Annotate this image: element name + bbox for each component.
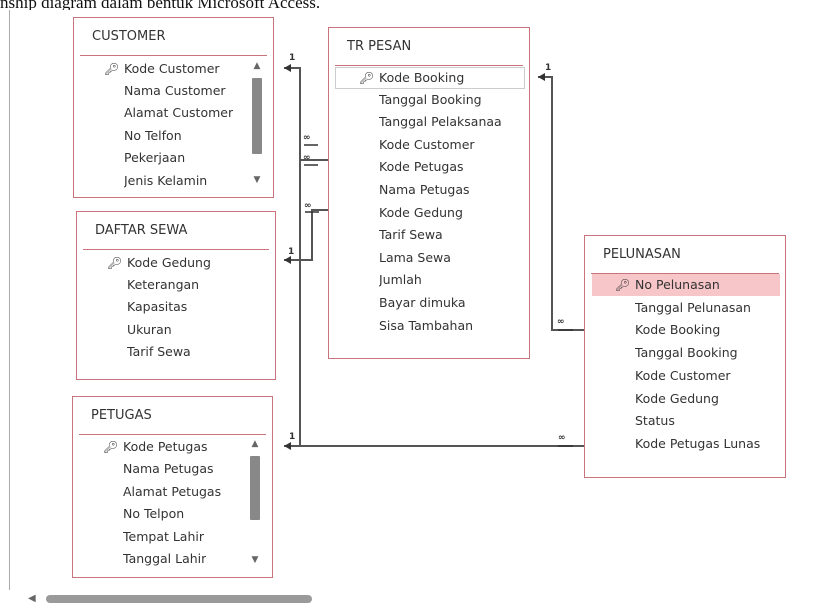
- field[interactable]: Kode Customer: [635, 368, 731, 383]
- primary-key-icon: 🔑︎: [615, 278, 631, 292]
- field[interactable]: Kode Gedung: [635, 391, 719, 406]
- field[interactable]: Sisa Tambahan: [379, 318, 474, 333]
- scrollbar-thumb[interactable]: [252, 78, 262, 154]
- many-mark: ∞: [557, 317, 565, 327]
- field[interactable]: Jumlah: [379, 272, 422, 287]
- one-mark: 1: [545, 63, 551, 73]
- scrollbar-thumb[interactable]: [250, 456, 260, 520]
- many-mark: ∞: [558, 433, 566, 443]
- horizontal-scrollbar[interactable]: ◀: [12, 590, 839, 608]
- rel-customer-trpesan: [284, 67, 328, 161]
- field[interactable]: Bayar dimuka: [379, 295, 466, 310]
- field[interactable]: Lama Sewa: [379, 250, 451, 265]
- one-mark: 1: [289, 53, 295, 63]
- scroll-left-icon[interactable]: ◀: [28, 593, 36, 604]
- vertical-scrollbar[interactable]: ▲ ▼: [248, 438, 262, 568]
- field[interactable]: Kode Petugas: [379, 159, 464, 174]
- table-title[interactable]: PELUNASAN: [585, 236, 785, 274]
- field[interactable]: Pekerjaan: [124, 150, 186, 165]
- table-pelunasan[interactable]: PELUNASAN 🔑︎ No Pelunasan Tanggal Peluna…: [584, 235, 786, 478]
- field[interactable]: Kode Booking: [635, 322, 721, 337]
- field[interactable]: Nama Petugas: [379, 182, 470, 197]
- field[interactable]: Tempat Lahir: [123, 529, 205, 544]
- field[interactable]: Kode Booking: [379, 70, 465, 85]
- field[interactable]: Kode Gedung: [379, 205, 463, 220]
- field[interactable]: Kode Gedung: [127, 255, 211, 270]
- field[interactable]: Tanggal Booking: [635, 345, 738, 360]
- field[interactable]: Jenis Kelamin: [124, 173, 208, 188]
- field[interactable]: Tanggal Pelaksanaa: [379, 114, 502, 129]
- field[interactable]: Nama Petugas: [123, 461, 214, 476]
- field[interactable]: Nama Customer: [124, 83, 226, 98]
- primary-key-icon: 🔑︎: [107, 256, 123, 270]
- primary-key-icon: 🔑︎: [359, 71, 375, 85]
- field[interactable]: Kode Petugas Lunas: [635, 436, 761, 451]
- selected-row: [592, 274, 780, 296]
- selected-field-outline: [335, 67, 525, 89]
- field[interactable]: Kode Petugas: [123, 439, 208, 454]
- many-mark: ∞: [303, 153, 311, 163]
- rel-daftarsewa-trpesan: [284, 209, 328, 261]
- field[interactable]: Keterangan: [127, 277, 200, 292]
- table-title[interactable]: PETUGAS: [73, 397, 272, 435]
- table-tr-pesan[interactable]: TR PESAN 🔑︎ Kode Booking Tanggal Booking…: [328, 27, 530, 359]
- many-mark: ∞: [304, 201, 312, 211]
- field[interactable]: No Telfon: [124, 128, 182, 143]
- field[interactable]: Tanggal Lahir: [123, 551, 207, 566]
- field[interactable]: Tanggal Pelunasan: [635, 300, 751, 315]
- table-title[interactable]: TR PESAN: [329, 28, 529, 66]
- rel-petugas-trpesan: [284, 160, 301, 447]
- field[interactable]: Ukuran: [127, 322, 172, 337]
- one-mark: 1: [289, 432, 295, 442]
- many-mark: ∞: [303, 133, 311, 143]
- field[interactable]: Kode Customer: [124, 61, 220, 76]
- scroll-up-icon[interactable]: ▲: [251, 439, 259, 449]
- primary-key-icon: 🔑︎: [104, 62, 120, 76]
- scroll-down-icon[interactable]: ▼: [253, 175, 261, 185]
- primary-key-icon: 🔑︎: [103, 440, 119, 454]
- table-title[interactable]: DAFTAR SEWA: [77, 212, 275, 250]
- scroll-down-icon[interactable]: ▼: [251, 555, 259, 565]
- field[interactable]: Status: [635, 413, 675, 428]
- one-mark: 1: [288, 247, 294, 257]
- vertical-scrollbar[interactable]: ▲ ▼: [250, 60, 264, 188]
- scroll-up-icon[interactable]: ▲: [253, 61, 261, 71]
- field[interactable]: No Pelunasan: [635, 277, 720, 292]
- rel-trpesan-pelunasan: [538, 76, 584, 331]
- table-petugas[interactable]: PETUGAS 🔑︎ Kode Petugas Nama Petugas Ala…: [72, 396, 273, 578]
- field[interactable]: Alamat Customer: [124, 105, 234, 120]
- table-daftar-sewa[interactable]: DAFTAR SEWA 🔑︎ Kode Gedung Keterangan Ka…: [76, 211, 276, 380]
- field[interactable]: Tanggal Booking: [379, 92, 482, 107]
- field[interactable]: Tarif Sewa: [127, 344, 191, 359]
- document-caption: nship diagram dalam bentuk Microsoft Acc…: [0, 0, 321, 12]
- field[interactable]: Kapasitas: [127, 299, 188, 314]
- scrollbar-thumb[interactable]: [46, 595, 312, 603]
- table-customer[interactable]: CUSTOMER 🔑︎ Kode Customer Nama Customer …: [73, 17, 274, 198]
- field[interactable]: No Telpon: [123, 506, 185, 521]
- field[interactable]: Kode Customer: [379, 137, 475, 152]
- field[interactable]: Tarif Sewa: [379, 227, 443, 242]
- field[interactable]: Alamat Petugas: [123, 484, 222, 499]
- table-title[interactable]: CUSTOMER: [74, 18, 273, 56]
